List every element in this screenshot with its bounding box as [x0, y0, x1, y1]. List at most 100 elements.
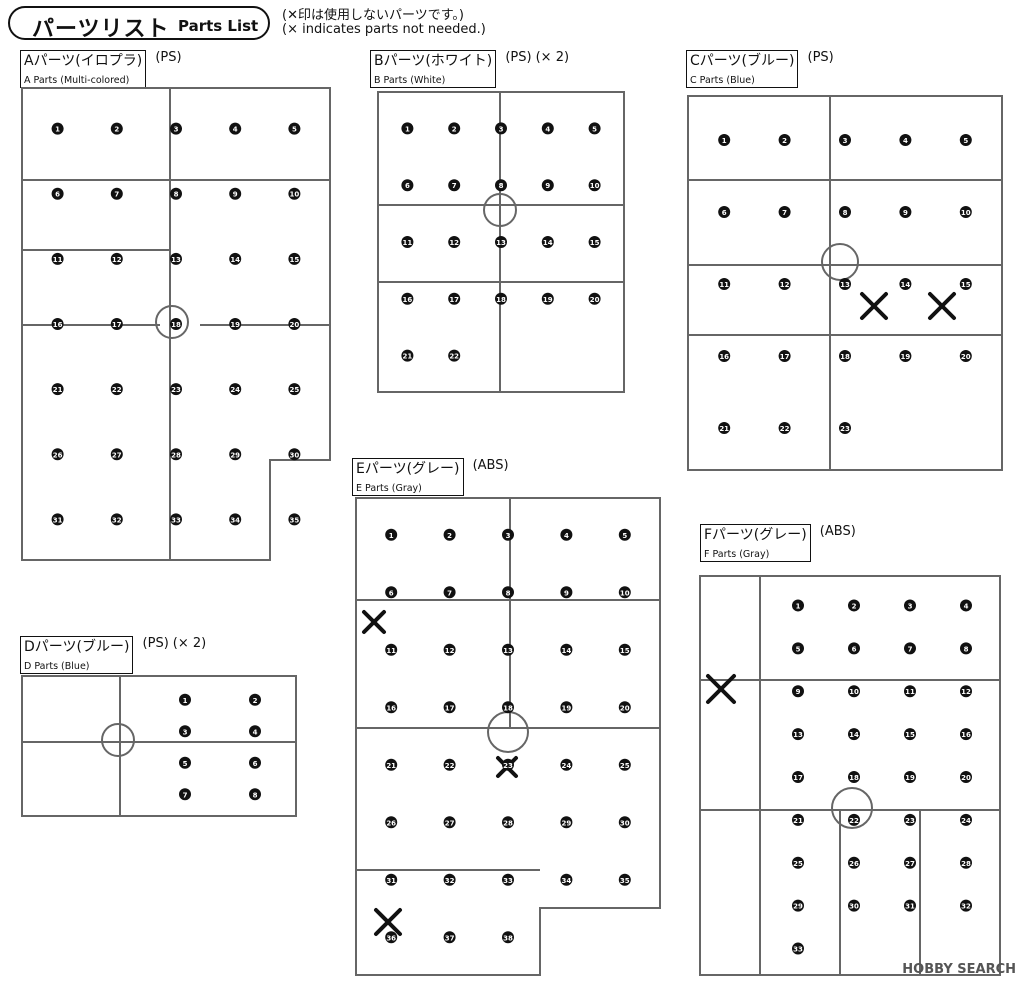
part-marker-a15: 15 [288, 252, 301, 265]
title-english: Parts List [178, 17, 259, 35]
part-marker-d6: 6 [249, 756, 261, 769]
part-marker-a31: 31 [51, 513, 64, 526]
svg-text:28: 28 [961, 860, 971, 868]
svg-text:21: 21 [403, 353, 413, 361]
part-marker-b10: 10 [588, 179, 601, 192]
part-marker-c6: 6 [718, 206, 731, 218]
svg-text:19: 19 [543, 296, 553, 304]
svg-text:29: 29 [793, 903, 803, 911]
part-marker-e16: 16 [385, 701, 398, 714]
part-marker-b15: 15 [588, 236, 601, 248]
svg-text:24: 24 [230, 386, 240, 394]
part-marker-b21: 21 [401, 349, 414, 362]
svg-text:28: 28 [171, 451, 181, 459]
part-marker-a10: 10 [288, 187, 301, 200]
part-marker-a32: 32 [110, 513, 123, 526]
svg-text:12: 12 [961, 688, 971, 696]
svg-text:17: 17 [445, 704, 455, 712]
unused-mark-c18 [860, 292, 888, 320]
svg-text:17: 17 [793, 774, 803, 782]
part-marker-c3: 3 [839, 134, 851, 146]
svg-text:8: 8 [964, 645, 969, 653]
part-marker-c8: 8 [839, 206, 851, 218]
svg-text:29: 29 [562, 819, 572, 827]
svg-text:20: 20 [620, 704, 630, 712]
section-label-e: Eパーツ(グレー)E Parts (Gray) (ABS) [352, 458, 509, 496]
svg-text:14: 14 [901, 281, 911, 289]
unused-mark-f1 [706, 674, 736, 704]
part-marker-f32: 32 [960, 899, 972, 912]
part-marker-f5: 5 [792, 642, 804, 655]
svg-text:34: 34 [562, 877, 572, 885]
part-marker-f17: 17 [792, 771, 804, 783]
svg-text:5: 5 [622, 532, 627, 540]
part-marker-e34: 34 [560, 873, 573, 886]
part-marker-c17: 17 [778, 350, 791, 362]
svg-text:35: 35 [620, 877, 630, 885]
svg-text:17: 17 [449, 296, 459, 304]
part-marker-a27: 27 [110, 448, 123, 461]
part-marker-a20: 20 [288, 318, 301, 330]
part-marker-e28: 28 [502, 816, 514, 829]
part-marker-c13: 13 [839, 278, 851, 290]
svg-text:11: 11 [403, 239, 413, 247]
part-marker-a8: 8 [170, 187, 182, 200]
part-marker-e6: 6 [385, 586, 398, 599]
runner-frame-a [21, 87, 331, 561]
part-marker-a3: 3 [170, 122, 182, 135]
svg-text:10: 10 [849, 688, 859, 696]
svg-text:12: 12 [112, 256, 122, 264]
part-marker-f25: 25 [792, 856, 804, 869]
part-marker-d4: 4 [249, 725, 261, 738]
part-marker-e13: 13 [502, 643, 514, 656]
part-marker-c12: 12 [778, 278, 791, 290]
svg-text:22: 22 [112, 386, 122, 394]
unused-mark-c19 [928, 292, 956, 320]
svg-text:22: 22 [445, 762, 455, 770]
svg-text:18: 18 [171, 321, 181, 329]
title-japanese: パーツリスト [32, 17, 170, 42]
part-marker-b16: 16 [401, 292, 414, 305]
part-marker-a22: 22 [110, 383, 123, 396]
part-marker-d3: 3 [179, 725, 191, 738]
svg-text:4: 4 [964, 602, 969, 610]
svg-text:21: 21 [719, 425, 729, 433]
part-marker-b6: 6 [401, 179, 414, 192]
svg-text:16: 16 [53, 321, 63, 329]
part-marker-e2: 2 [443, 528, 456, 541]
part-marker-a14: 14 [229, 252, 242, 265]
svg-text:15: 15 [961, 281, 971, 289]
svg-text:10: 10 [961, 209, 971, 217]
part-marker-a2: 2 [110, 122, 123, 135]
svg-text:23: 23 [503, 762, 513, 770]
part-marker-d8: 8 [249, 788, 261, 801]
runner-frame-c [687, 95, 1003, 471]
section-label-d: Dパーツ(ブルー)D Parts (Blue) (PS)(× 2) [20, 636, 206, 674]
runner-frame-f [699, 575, 1001, 976]
part-marker-c11: 11 [718, 278, 731, 290]
part-marker-d2: 2 [249, 693, 261, 706]
part-marker-f27: 27 [904, 856, 916, 869]
part-marker-e21: 21 [385, 758, 398, 771]
svg-text:10: 10 [590, 182, 600, 190]
svg-text:6: 6 [852, 645, 857, 653]
svg-text:1: 1 [796, 602, 801, 610]
part-marker-a17: 17 [110, 318, 123, 330]
part-marker-f4: 4 [960, 599, 972, 612]
svg-text:17: 17 [780, 353, 790, 361]
part-marker-f20: 20 [960, 771, 972, 783]
svg-text:6: 6 [405, 182, 410, 190]
unused-mark-e5 [362, 610, 386, 634]
svg-text:21: 21 [793, 817, 803, 825]
svg-text:15: 15 [290, 256, 300, 264]
svg-text:2: 2 [782, 137, 787, 145]
svg-text:3: 3 [183, 728, 188, 736]
part-marker-b14: 14 [541, 236, 554, 248]
part-marker-f16: 16 [960, 728, 972, 741]
part-marker-e10: 10 [618, 586, 631, 599]
part-marker-c16: 16 [718, 350, 731, 362]
svg-text:8: 8 [506, 589, 511, 597]
svg-text:20: 20 [961, 353, 971, 361]
svg-text:38: 38 [503, 934, 513, 942]
part-marker-b2: 2 [448, 122, 461, 135]
